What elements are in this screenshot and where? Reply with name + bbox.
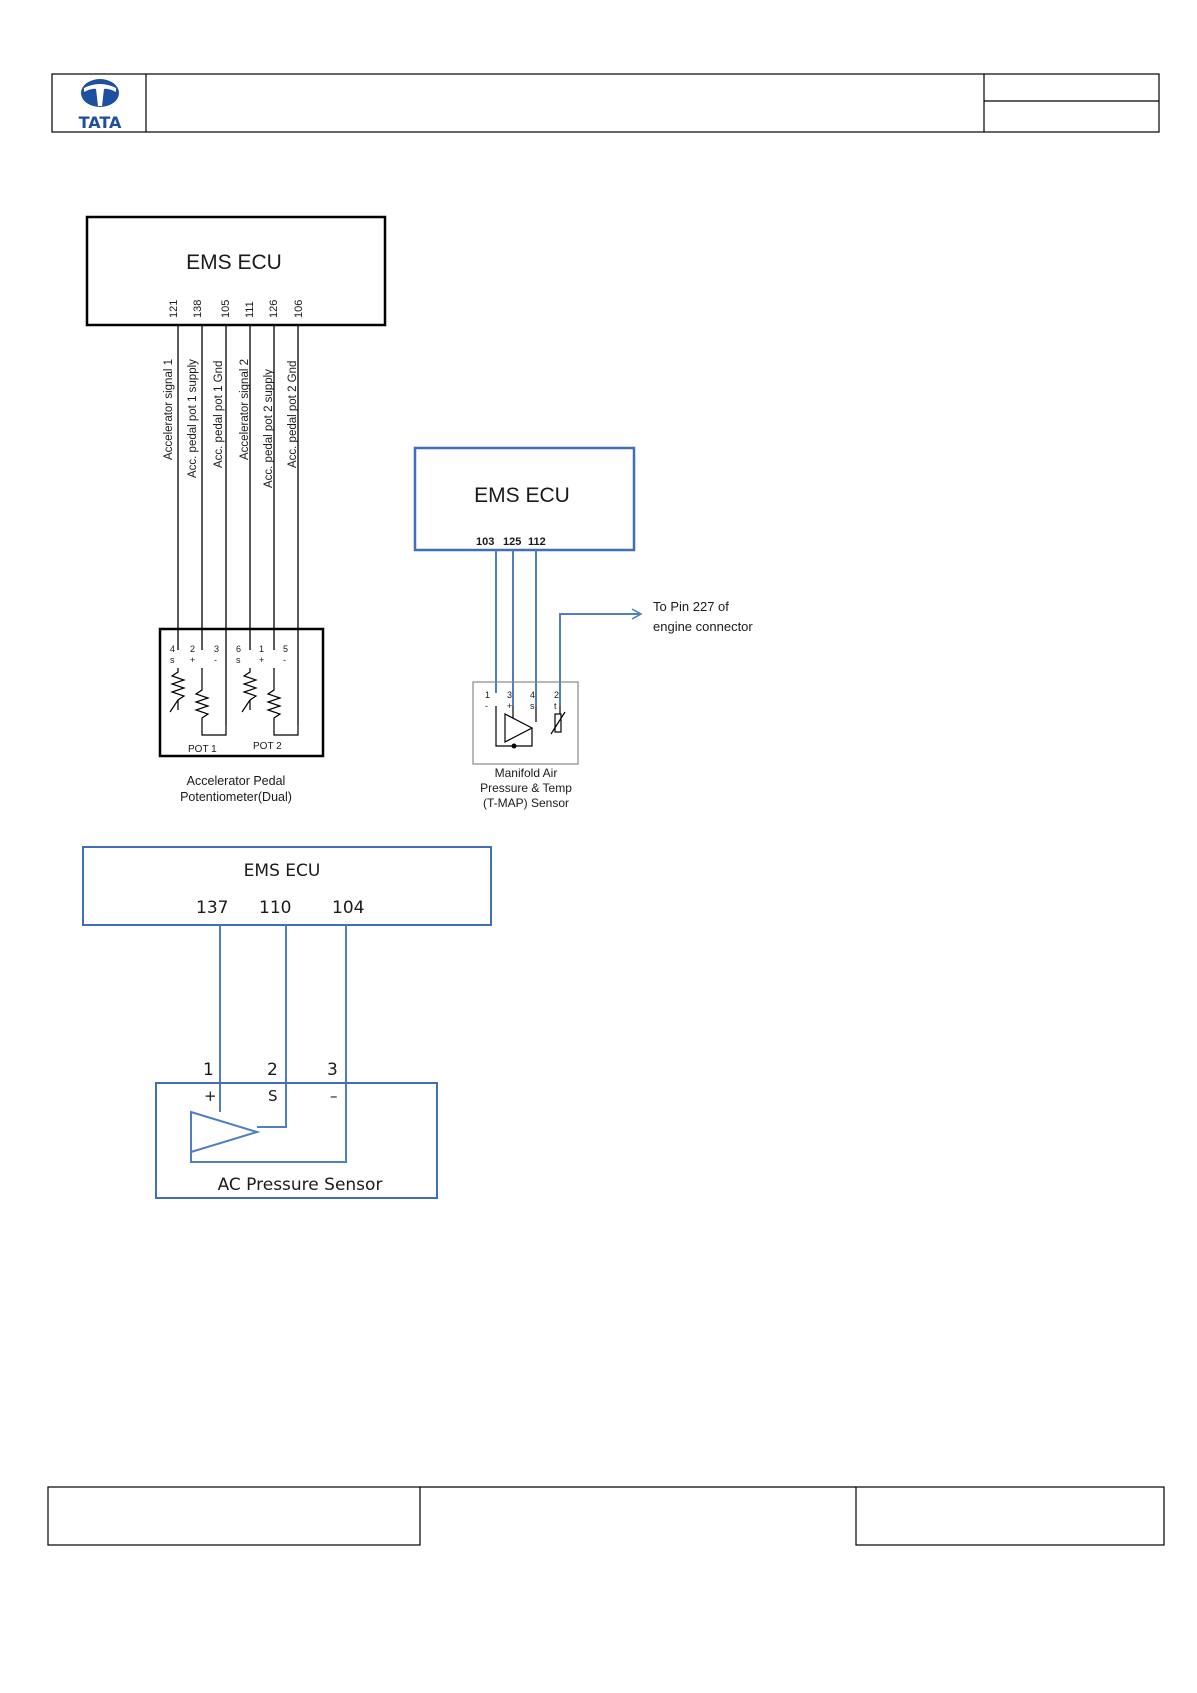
ecu-label: EMS ECU <box>186 251 282 274</box>
thermistor-icon <box>550 706 566 735</box>
connector-mark: + <box>190 655 195 665</box>
note: To Pin 227 of <box>653 599 729 614</box>
caption: Manifold Air <box>495 766 558 780</box>
ac-sensor-box <box>155 1082 438 1199</box>
resistor-symbol <box>169 668 299 736</box>
sensor-mark: – <box>330 1087 338 1105</box>
signal-label: Acc. pedal pot 2 Gnd <box>287 361 299 468</box>
pin-label: 126 <box>268 300 280 318</box>
sensor-mark: - <box>485 701 488 711</box>
sensor-pin: 1 <box>485 690 490 700</box>
connector-mark: + <box>259 655 264 665</box>
pedal-connector-box <box>158 627 325 758</box>
pin-label: 121 <box>168 300 180 318</box>
sensor-pin: 3 <box>327 1060 338 1080</box>
diagram-accelerator-pedal: EMS ECU 121 138 105 111 126 106 Accelera… <box>85 215 387 804</box>
diagram-ac-pressure-sensor: EMS ECU 137 110 104 1 2 3 + S – AC Press… <box>82 846 492 1199</box>
caption: (T-MAP) Sensor <box>483 796 569 810</box>
connector-pin: 6 <box>236 644 241 654</box>
diagram-tmap-sensor: EMS ECU 103 125 112 To Pin 227 of engine… <box>413 446 753 810</box>
note: engine connector <box>653 619 753 634</box>
ecu-label: EMS ECU <box>244 861 321 881</box>
signal-label: Accelerator signal 2 <box>239 359 251 460</box>
sensor-mark: S <box>268 1087 278 1105</box>
wires <box>177 325 299 725</box>
sensor-mark: + <box>204 1087 217 1105</box>
ecu-box <box>413 446 636 552</box>
junction-dot <box>511 743 517 749</box>
caption: Potentiometer(Dual) <box>180 790 292 804</box>
pin-label: 125 <box>503 536 521 548</box>
pin-label: 110 <box>259 898 291 918</box>
sensor-mark: + <box>507 701 512 711</box>
connector-pin: 2 <box>190 644 195 654</box>
caption: Pressure & Temp <box>480 781 572 795</box>
pot2-label: POT 2 <box>253 741 282 752</box>
tmap-sensor-box <box>472 681 579 765</box>
pin-label: 103 <box>476 536 494 548</box>
amplifier-symbol <box>190 1110 261 1154</box>
pin-label: 112 <box>528 536 546 548</box>
sensor-pin: 3 <box>507 690 512 700</box>
signal-label: Accelerator signal 1 <box>163 359 175 460</box>
connector-pin: 5 <box>283 644 288 654</box>
signal-label: Acc. pedal pot 1 supply <box>187 359 199 478</box>
sensor-pin: 2 <box>267 1060 278 1080</box>
connector-mark: s <box>170 655 175 665</box>
pin-label: 104 <box>332 898 364 918</box>
connector-mark: - <box>214 655 217 665</box>
sensor-label: AC Pressure Sensor <box>218 1175 383 1195</box>
pin-label: 138 <box>192 300 204 318</box>
ecu-label: EMS ECU <box>474 484 570 507</box>
connector-pin: 3 <box>214 644 219 654</box>
amplifier-symbol <box>495 706 537 747</box>
connector-mark: s <box>236 655 241 665</box>
wires <box>495 550 640 706</box>
page-footer <box>47 1486 1165 1546</box>
sensor-pin: 2 <box>554 690 559 700</box>
pot1-label: POT 1 <box>188 744 217 755</box>
caption: Accelerator Pedal <box>187 774 286 788</box>
pin-label: 105 <box>220 300 232 318</box>
pin-label: 137 <box>196 898 228 918</box>
page-header: TATA <box>51 73 1160 133</box>
ecu-box <box>85 215 387 327</box>
signal-label: Acc. pedal pot 2 supply <box>263 369 275 488</box>
pin-label: 106 <box>293 300 305 318</box>
connector-pin: 4 <box>170 644 175 654</box>
sensor-pin: 1 <box>203 1060 214 1080</box>
pin-label: 111 <box>244 301 256 318</box>
tata-logo-icon: TATA <box>79 79 122 132</box>
signal-label: Acc. pedal pot 1 Gnd <box>213 361 225 468</box>
sensor-mark: t <box>554 701 557 711</box>
sensor-pin: 4 <box>530 690 535 700</box>
connector-mark: - <box>283 655 286 665</box>
arrow-icon <box>631 608 643 620</box>
logo-text: TATA <box>79 113 122 132</box>
wires <box>190 925 347 1163</box>
sensor-mark: s <box>530 701 535 711</box>
connector-pin: 1 <box>259 644 264 654</box>
